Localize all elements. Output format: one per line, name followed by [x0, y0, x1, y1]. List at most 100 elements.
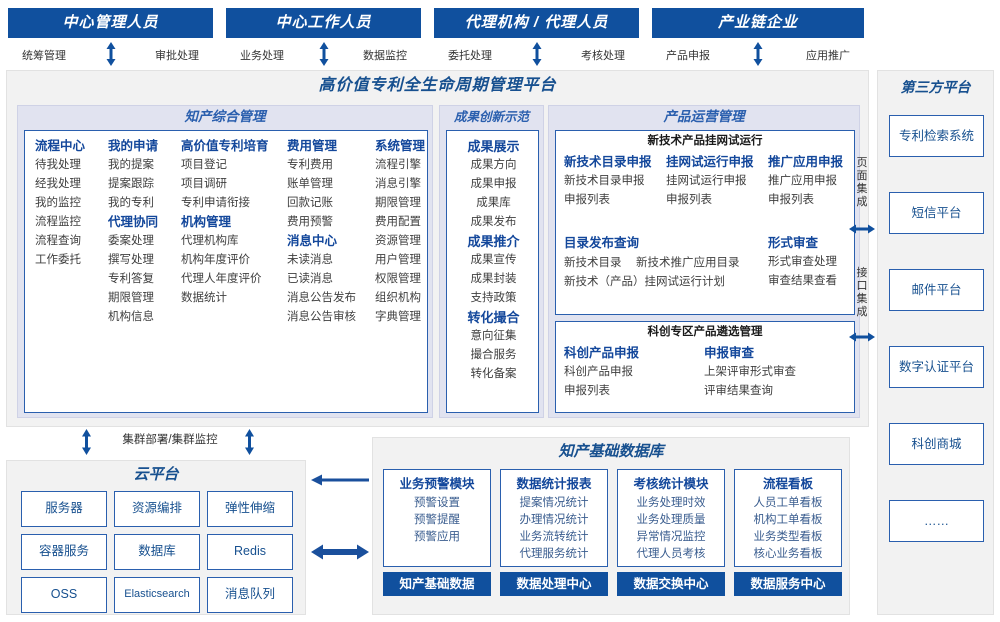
- column-item[interactable]: 资源管理: [375, 235, 421, 247]
- column-item[interactable]: 专利答复: [108, 273, 154, 285]
- column-item[interactable]: 审查结果查看: [768, 275, 837, 287]
- column-item[interactable]: 消息公告审核: [287, 311, 356, 323]
- third-party-item-more[interactable]: ……: [889, 500, 984, 542]
- block-item[interactable]: 转化备案: [470, 368, 517, 380]
- cloud-cell-redis[interactable]: Redis: [207, 534, 293, 570]
- column-header[interactable]: 代理协同: [108, 215, 159, 229]
- actor-title-3[interactable]: 产业链企业: [652, 8, 864, 38]
- column-item[interactable]: 新技术推广应用目录: [635, 257, 740, 269]
- column-item[interactable]: 我的专利: [108, 197, 154, 209]
- db-column-header[interactable]: 业务预警模块: [399, 477, 475, 491]
- column-item[interactable]: 科创产品申报: [564, 366, 633, 378]
- third-party-item-sms[interactable]: 短信平台: [889, 192, 984, 234]
- column-item[interactable]: 消息引擎: [375, 178, 421, 190]
- column-item[interactable]: 专利申请衔接: [181, 197, 250, 209]
- third-party-item-digital-cert[interactable]: 数字认证平台: [889, 346, 984, 388]
- db-item[interactable]: 业务流转统计: [519, 531, 589, 543]
- db-item[interactable]: 业务处理时效: [636, 497, 706, 509]
- block-item[interactable]: 成果发布: [470, 216, 517, 228]
- column-item[interactable]: 消息公告发布: [287, 292, 356, 304]
- column-item[interactable]: 委案处理: [108, 235, 154, 247]
- db-item[interactable]: 机构工单看板: [753, 514, 823, 526]
- db-item[interactable]: 办理情况统计: [519, 514, 589, 526]
- column-header[interactable]: 新技术目录申报: [564, 155, 652, 169]
- db-item[interactable]: 预警提醒: [414, 514, 460, 526]
- db-item[interactable]: 代理服务统计: [519, 548, 589, 560]
- column-header[interactable]: 申报审查: [704, 346, 755, 360]
- column-header[interactable]: 推广应用申报: [768, 155, 844, 169]
- column-item[interactable]: 项目登记: [181, 159, 227, 171]
- column-item[interactable]: 专利费用: [287, 159, 333, 171]
- cloud-cell-autoscaling[interactable]: 弹性伸缩: [207, 491, 293, 527]
- column-item[interactable]: 申报列表: [564, 385, 610, 397]
- third-party-item-email[interactable]: 邮件平台: [889, 269, 984, 311]
- actor-title-1[interactable]: 中心工作人员: [226, 8, 421, 38]
- column-item[interactable]: 申报列表: [564, 194, 610, 206]
- third-party-item-innovation-mall[interactable]: 科创商城: [889, 423, 984, 465]
- db-footer-service-center[interactable]: 数据服务中心: [734, 572, 842, 596]
- column-item[interactable]: 费用配置: [375, 216, 421, 228]
- column-item[interactable]: 机构信息: [108, 311, 154, 323]
- block-item[interactable]: 意向征集: [470, 330, 517, 342]
- column-header[interactable]: 系统管理: [375, 139, 426, 153]
- cloud-cell-elasticsearch[interactable]: Elasticsearch: [114, 577, 200, 613]
- block-item[interactable]: 撮合服务: [470, 349, 517, 361]
- db-item[interactable]: 异常情况监控: [636, 531, 706, 543]
- actor-title-0[interactable]: 中心管理人员: [8, 8, 213, 38]
- column-item[interactable]: 费用预警: [287, 216, 333, 228]
- db-item[interactable]: 预警设置: [414, 497, 460, 509]
- column-item[interactable]: 字典管理: [375, 311, 421, 323]
- column-item[interactable]: 推广应用申报: [768, 175, 837, 187]
- column-item[interactable]: 我的监控: [35, 197, 81, 209]
- db-column-header[interactable]: 考核统计模块: [633, 477, 709, 491]
- column-item[interactable]: 未读消息: [287, 254, 333, 266]
- column-item[interactable]: 新技术目录申报: [564, 175, 645, 187]
- block-item[interactable]: 成果封装: [470, 273, 517, 285]
- column-item[interactable]: 经我处理: [35, 178, 81, 190]
- block-item[interactable]: 成果库: [476, 197, 511, 209]
- column-item[interactable]: 流程监控: [35, 216, 81, 228]
- db-column-header[interactable]: 数据统计报表: [516, 477, 592, 491]
- column-item[interactable]: 期限管理: [108, 292, 154, 304]
- column-item[interactable]: 机构年度评价: [181, 254, 250, 266]
- column-item[interactable]: 流程引擎: [375, 159, 421, 171]
- cloud-cell-orchestration[interactable]: 资源编排: [114, 491, 200, 527]
- column-header[interactable]: 目录发布查询: [564, 236, 640, 250]
- db-footer-basic-data[interactable]: 知产基础数据: [383, 572, 491, 596]
- db-item[interactable]: 提案情况统计: [519, 497, 589, 509]
- column-item[interactable]: 新技术（产品）挂网试运行计划: [564, 276, 725, 288]
- block-header[interactable]: 成果推介: [467, 234, 520, 249]
- column-item[interactable]: 数据统计: [181, 292, 227, 304]
- block-header[interactable]: 转化撮合: [467, 310, 520, 325]
- column-item[interactable]: 用户管理: [375, 254, 421, 266]
- block-header[interactable]: 成果展示: [467, 139, 520, 154]
- column-header[interactable]: 费用管理: [287, 139, 338, 153]
- column-item[interactable]: 形式审查处理: [768, 256, 837, 268]
- cloud-cell-database[interactable]: 数据库: [114, 534, 200, 570]
- third-party-item-patent-search[interactable]: 专利检索系统: [889, 115, 984, 157]
- column-item[interactable]: 撰写处理: [108, 254, 154, 266]
- block-item[interactable]: 支持政策: [470, 292, 517, 304]
- db-item[interactable]: 预警应用: [414, 531, 460, 543]
- column-header[interactable]: 我的申请: [108, 139, 159, 153]
- db-item[interactable]: 业务处理质量: [636, 514, 706, 526]
- actor-title-2[interactable]: 代理机构 / 代理人员: [434, 8, 639, 38]
- column-item[interactable]: 待我处理: [35, 159, 81, 171]
- column-item[interactable]: 代理机构库: [181, 235, 239, 247]
- column-item[interactable]: 申报列表: [768, 194, 814, 206]
- column-item[interactable]: 评审结果查询: [704, 385, 773, 397]
- block-item[interactable]: 成果方向: [470, 159, 517, 171]
- column-item[interactable]: 流程查询: [35, 235, 81, 247]
- column-item[interactable]: 回款记账: [287, 197, 333, 209]
- column-item[interactable]: 提案跟踪: [108, 178, 154, 190]
- db-item[interactable]: 代理人员考核: [636, 548, 706, 560]
- db-footer-exchange-center[interactable]: 数据交换中心: [617, 572, 725, 596]
- block-item[interactable]: 成果宣传: [470, 254, 517, 266]
- column-item[interactable]: 账单管理: [287, 178, 333, 190]
- column-item[interactable]: 期限管理: [375, 197, 421, 209]
- column-header[interactable]: 形式审查: [768, 236, 819, 250]
- column-header[interactable]: 消息中心: [287, 234, 338, 248]
- db-item[interactable]: 人员工单看板: [753, 497, 823, 509]
- column-item[interactable]: 组织机构: [375, 292, 421, 304]
- column-item[interactable]: 申报列表: [666, 194, 712, 206]
